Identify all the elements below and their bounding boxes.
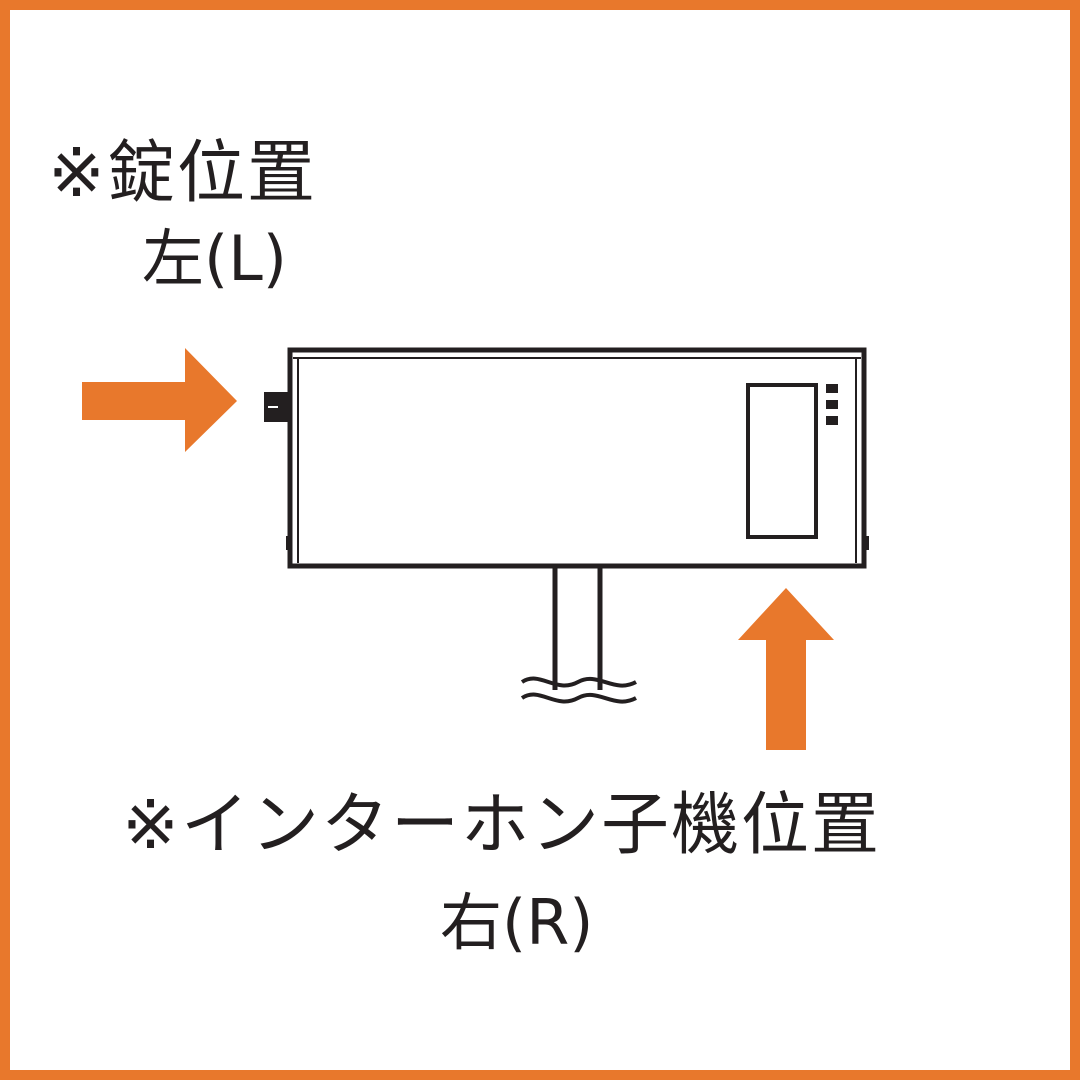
left-hinge-nub (286, 536, 291, 550)
intercom-arrow-icon (738, 588, 834, 750)
ground-break-wave-upper (520, 676, 637, 688)
right-hinge-nub (863, 536, 869, 550)
lock-position-title: ※錠位置 (48, 134, 317, 213)
ground-break-wave-lower (520, 692, 637, 704)
intercom-button-3 (826, 416, 838, 425)
lock-arrow-icon (82, 348, 237, 452)
intercom-unit-icon (746, 383, 818, 539)
intercom-position-title: ※インターホン子機位置 (122, 786, 881, 865)
intercom-button-2 (826, 400, 838, 409)
lock-position-side: 左(L) (142, 222, 287, 295)
intercom-position-side: 右(R) (440, 886, 594, 959)
intercom-button-1 (826, 384, 838, 393)
